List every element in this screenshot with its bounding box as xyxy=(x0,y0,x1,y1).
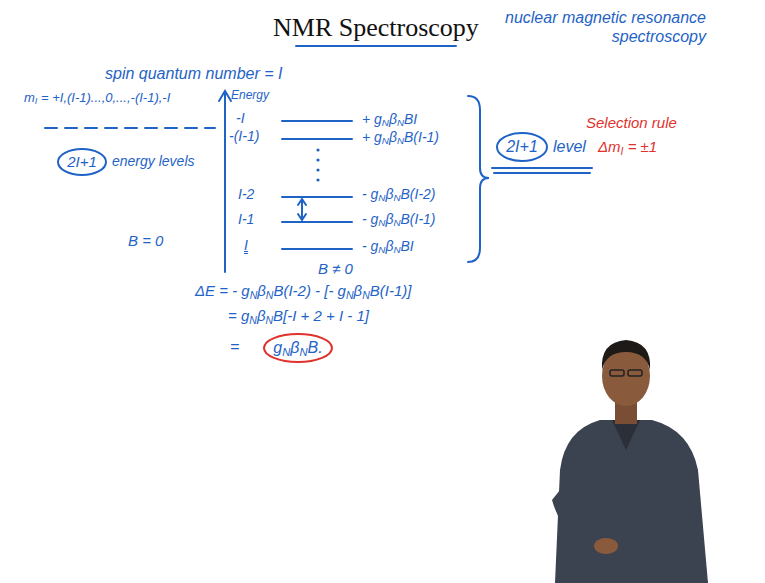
energy-axis xyxy=(224,92,226,272)
equation: = xyxy=(230,337,239,356)
arrowhead xyxy=(298,214,306,220)
circled-text: 2I+1 xyxy=(506,137,538,156)
degenerate-level xyxy=(45,127,215,129)
note: nuclear magnetic resonance spectroscopy xyxy=(476,8,706,46)
axis-label: Energy xyxy=(231,88,269,102)
energy-expression: - gNβNB(I-2) xyxy=(362,186,436,203)
title-underline xyxy=(296,45,456,47)
energy-level xyxy=(282,120,352,122)
energy-expression: + gNβNBI xyxy=(362,111,417,128)
definition: spin quantum number = I xyxy=(105,64,282,83)
presenter xyxy=(552,340,708,583)
equation: = gNβNB[-I + 2 + I - 1] xyxy=(228,307,369,325)
note: energy levels xyxy=(112,153,195,170)
slide-title: NMR Spectroscopy xyxy=(273,12,479,43)
vertical-dots xyxy=(316,148,319,181)
circled-term: 2I+1 xyxy=(57,148,107,176)
level-label: I-1 xyxy=(238,211,254,228)
transition-arrow xyxy=(301,200,303,219)
equation: ΔE = - gNβNB(I-2) - [- gNβNB(I-1)] xyxy=(195,282,411,300)
double-underline xyxy=(492,167,592,169)
arrowhead xyxy=(298,199,306,205)
energy-level xyxy=(282,221,352,223)
energy-level xyxy=(282,196,352,198)
level-label: I xyxy=(244,237,248,254)
field-label: B = 0 xyxy=(128,232,163,250)
double-underline xyxy=(494,172,590,174)
circled-term: gNβNB. xyxy=(263,333,333,363)
selection-rule: ΔmI = ±1 xyxy=(598,138,657,156)
energy-expression: + gNβNB(I-1) xyxy=(362,129,439,146)
brace xyxy=(468,96,489,262)
axis-arrowhead xyxy=(219,91,231,101)
note: level xyxy=(553,137,586,156)
field-label: B ≠ 0 xyxy=(318,260,353,278)
level-label: -I xyxy=(236,110,245,127)
energy-level xyxy=(282,248,352,250)
circled-term: 2I+1 xyxy=(496,132,548,162)
level-label: I-2 xyxy=(238,186,254,203)
level-label: -(I-1) xyxy=(229,128,259,145)
circled-text: 2I+1 xyxy=(67,153,97,171)
circled-text: gNβNB. xyxy=(273,338,322,357)
rule-heading: Selection rule xyxy=(586,114,677,132)
energy-expression: - gNβNB(I-1) xyxy=(362,211,436,228)
energy-level xyxy=(282,138,352,140)
energy-expression: - gNβNBI xyxy=(362,238,414,255)
quantum-numbers: mI = +I,(I-1)...,0,...,-(I-1),-I xyxy=(24,90,170,106)
